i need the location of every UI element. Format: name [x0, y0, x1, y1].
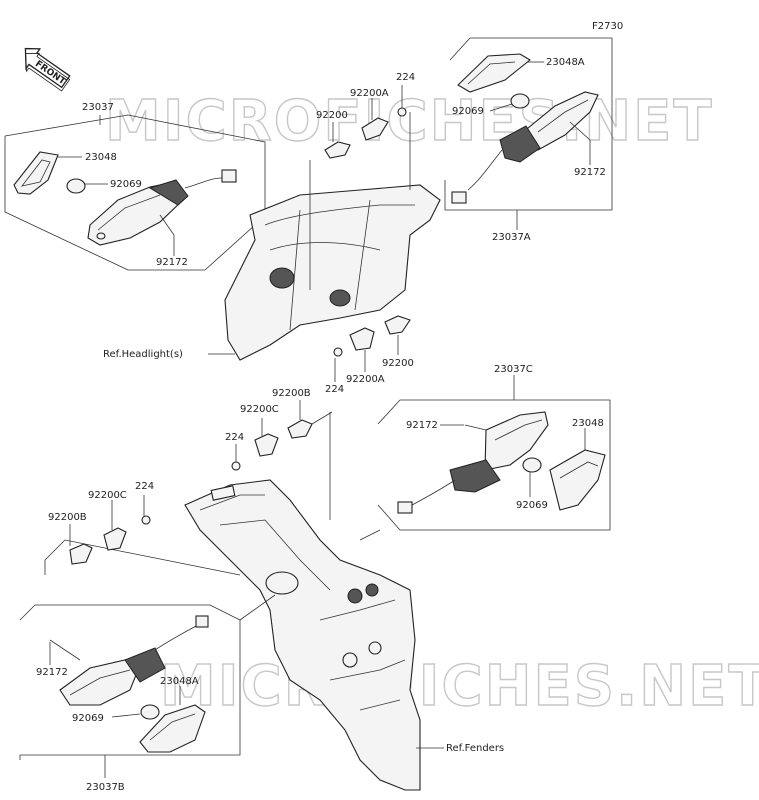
ref-code: F2730	[592, 21, 623, 32]
label-92172-lower-left: 92172	[36, 667, 68, 678]
label-92200A-mid: 92200A	[346, 374, 385, 385]
label-23048A-top: 23048A	[546, 57, 585, 68]
label-92200-top: 92200	[316, 110, 348, 121]
label-224-mid: 224	[325, 384, 344, 395]
label-92200B-left: 92200B	[48, 512, 87, 523]
label-92200-mid: 92200	[382, 358, 414, 369]
label-224-center: 224	[225, 432, 244, 443]
label-92069-upper-left: 92069	[110, 179, 142, 190]
label-224-top: 224	[396, 72, 415, 83]
label-92172-upper-left: 92172	[156, 257, 188, 268]
label-92069-lower-left: 92069	[72, 713, 104, 724]
assembly-23037C: 23037C 92172 23048 92069	[377, 364, 611, 531]
label-92172-right: 92172	[406, 420, 438, 431]
label-23037C: 23037C	[494, 364, 533, 375]
label-23048A-bottom: 23048A	[160, 676, 199, 687]
label-92200A-top: 92200A	[350, 88, 389, 99]
assembly-23037B: 92172 23048A 92069 23037B	[19, 594, 276, 793]
watermark-bottom: MICROFICHES.NET	[160, 654, 759, 719]
assembly-23037A: 23048A 92069 92172 23037A	[444, 37, 613, 243]
assembly-23037: 23037 23048 92069 92172	[4, 102, 266, 271]
center-bracket-group: 92200B 92200C 224	[225, 388, 333, 520]
label-92200C-left: 92200C	[88, 490, 127, 501]
label-23048-upper-left: 23048	[85, 152, 117, 163]
label-92200C-top: 92200C	[240, 404, 279, 415]
label-92200B-top: 92200B	[272, 388, 311, 399]
mid-bracket-group: 92200 92200A 224	[325, 315, 414, 395]
label-92172-top-right: 92172	[574, 167, 606, 178]
label-23037B: 23037B	[86, 782, 125, 793]
label-92069-top-right: 92069	[452, 106, 484, 117]
headlight-cowl: Ref.Headlight(s)	[103, 184, 441, 361]
rear-fender: Ref.Fenders	[184, 479, 504, 791]
label-ref-fenders: Ref.Fenders	[446, 743, 504, 754]
upper-bracket-group: 224 92200A 92200	[309, 72, 415, 290]
watermark-top: MICROFICHES.NET	[105, 89, 714, 154]
label-ref-headlight: Ref.Headlight(s)	[103, 349, 183, 360]
label-224-left: 224	[135, 481, 154, 492]
left-bracket-group: 92200B 92200C 224	[44, 481, 241, 576]
label-23037A: 23037A	[492, 232, 531, 243]
label-23037: 23037	[82, 102, 114, 113]
front-arrow-icon: FRONT	[24, 47, 71, 92]
label-92069-right: 92069	[516, 500, 548, 511]
label-23048-right: 23048	[572, 418, 604, 429]
